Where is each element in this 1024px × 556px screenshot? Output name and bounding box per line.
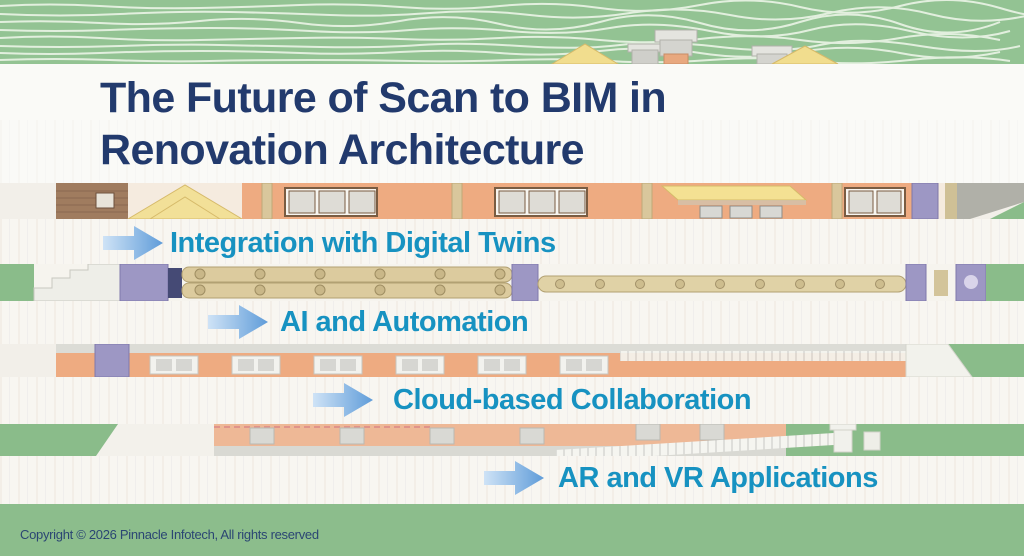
copyright-text: Copyright © 2026 Pinnacle Infotech, All … [20, 527, 319, 542]
arrow-right-icon [484, 461, 544, 495]
bullet-label: Cloud-based Collaboration [393, 384, 752, 416]
bullet-label: Integration with Digital Twins [170, 227, 556, 259]
title-line-2: Renovation Architecture [100, 126, 585, 174]
bullet-ai-automation: AI and Automation [0, 300, 1024, 344]
building-brick-window-strip [56, 343, 1024, 378]
topographic-green-band [0, 0, 1024, 64]
bullet-ar-vr-applications: AR and VR Applications [0, 456, 1024, 500]
building-roof-strip [56, 182, 1024, 220]
bullet-cloud-collaboration: Cloud-based Collaboration [0, 378, 1024, 422]
building-log-beam-strip [0, 263, 1024, 302]
arrow-right-icon [208, 305, 268, 339]
page-title: The Future of Scan to BIM in Renovation … [100, 72, 860, 176]
windows-row-lower [149, 355, 609, 375]
arrow-right-icon [103, 226, 163, 260]
footer-green-band [0, 504, 1024, 556]
bullet-integration-digital-twins: Integration with Digital Twins [0, 221, 1024, 265]
arrow-right-icon [313, 383, 373, 417]
title-line-1: The Future of Scan to BIM in [100, 74, 667, 122]
bullet-label: AI and Automation [280, 306, 529, 338]
bullet-label: AR and VR Applications [558, 462, 878, 494]
windows-row-upper [284, 187, 906, 217]
